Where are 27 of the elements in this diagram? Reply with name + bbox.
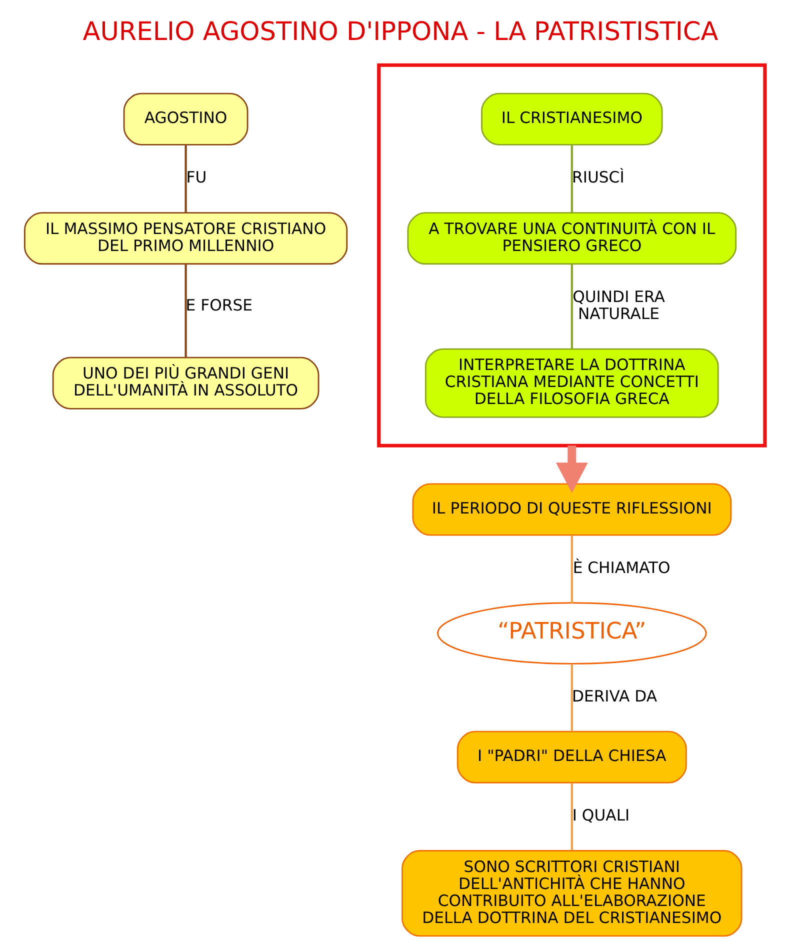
node-box: IL PERIODO DI QUESTE RIFLESSIONI — [412, 483, 732, 536]
node-box: AGOSTINO — [122, 92, 248, 146]
edge-label: DERIVA DA — [571, 687, 657, 706]
edge-label: È CHIAMATO — [572, 559, 670, 578]
edge-label: E FORSE — [185, 296, 252, 314]
node-box: INTERPRETARE LA DOTTRINA CRISTIANA MEDIANTE CONCETTI DELLA FILOSOFIA GRECA — [424, 348, 718, 418]
connector — [184, 264, 186, 358]
connector — [570, 782, 572, 850]
edge-label: FU — [186, 168, 206, 187]
edge-label: RIUSCÌ — [572, 168, 624, 187]
connector — [570, 145, 572, 213]
connector — [570, 664, 572, 732]
node-ellipse: “PATRISTICA” — [436, 602, 706, 664]
node-box: IL CRISTIANESIMO — [480, 92, 662, 146]
node-box: IL MASSIMO PENSATORE CRISTIANO DEL PRIMO MILLENNIO — [23, 212, 348, 265]
edge-label: QUINDI ERA NATURALE — [572, 288, 664, 323]
node-box: SONO SCRITTORI CRISTIANI DELL'ANTICHITÀ CHE HANNO CONTRIBUITO ALL'ELABORAZIONE DELLA DOTTRINA DEL CRISTIANESIMO — [401, 850, 742, 937]
diagram-title: AURELIO AGOSTINO D'IPPONA - LA PATRISTISTICA — [82, 17, 718, 48]
cluster — [376, 63, 766, 448]
node-box: UNO DEI PIÙ GRANDI GENI DELL'UMANITÀ IN ASSOLUTO — [52, 356, 319, 410]
connector — [570, 535, 572, 604]
node-box: A TROVARE UNA CONTINUITÀ CON IL PENSIERO GRECO — [406, 212, 736, 265]
connector — [184, 145, 186, 213]
node-box: I "PADRI" DELLA CHIESA — [456, 730, 686, 784]
edge-label: I QUALI — [572, 806, 630, 825]
connector — [570, 264, 572, 349]
arrow — [555, 446, 588, 494]
